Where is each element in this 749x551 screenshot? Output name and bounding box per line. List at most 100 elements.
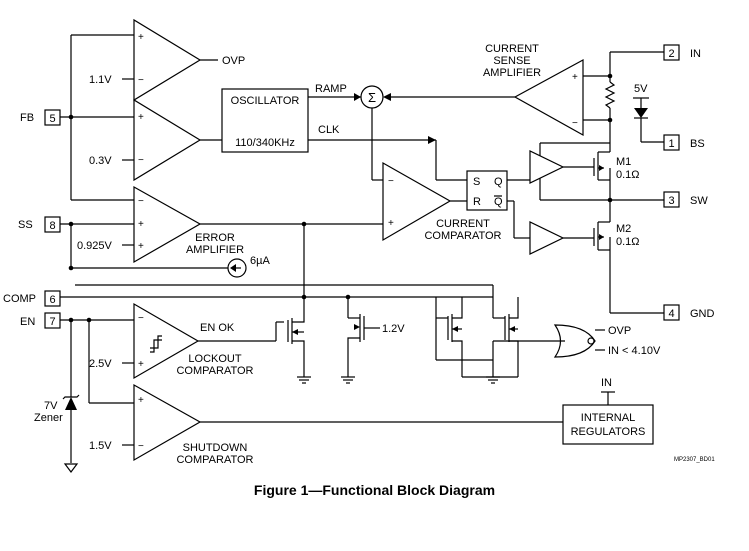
shutdown-comparator: + − SHUTDOWN COMPARATOR 1.5V: [89, 383, 563, 466]
svg-text:LOCKOUT: LOCKOUT: [188, 353, 241, 365]
summing-node: Σ: [354, 85, 515, 181]
figure-caption: Figure 1—Functional Block Diagram: [253, 482, 496, 498]
ramp-label: RAMP: [315, 83, 347, 95]
svg-text:+: +: [138, 241, 144, 252]
svg-text:CURRENT: CURRENT: [485, 43, 539, 55]
svg-text:M2: M2: [616, 223, 631, 235]
en-ok-label: EN OK: [200, 322, 235, 334]
svg-text:6µA: 6µA: [250, 255, 270, 267]
comp-pulldown-ovp: [435, 297, 463, 377]
svg-text:Q: Q: [494, 176, 503, 188]
svg-text:AMPLIFIER: AMPLIFIER: [186, 244, 244, 256]
zener-diode: 7V Zener: [34, 320, 80, 473]
svg-text:1: 1: [668, 138, 674, 150]
svg-text:SW: SW: [690, 195, 708, 207]
svg-text:4: 4: [668, 308, 674, 320]
ovp-input-label: OVP: [608, 325, 631, 337]
svg-text:Q: Q: [494, 196, 503, 208]
svg-text:7: 7: [49, 316, 55, 328]
pin-en: EN 7: [20, 312, 61, 329]
ref-0v925: 0.925V: [77, 240, 113, 252]
svg-text:SHUTDOWN: SHUTDOWN: [183, 442, 248, 454]
svg-text:8: 8: [49, 220, 55, 232]
sr-latch: S Q R Q: [435, 140, 508, 211]
svg-text:−: −: [572, 118, 578, 129]
svg-text:−: −: [138, 196, 144, 207]
svg-text:INTERNAL: INTERNAL: [581, 412, 635, 424]
clk-label: CLK: [318, 124, 340, 136]
svg-text:+: +: [138, 32, 144, 43]
svg-text:+: +: [138, 112, 144, 123]
svg-text:+: +: [138, 395, 144, 406]
svg-text:−: −: [138, 313, 144, 324]
ovp-label: OVP: [222, 55, 245, 67]
svg-text:Zener: Zener: [34, 412, 63, 424]
ref-1v1: 1.1V: [89, 74, 112, 86]
svg-text:EN: EN: [20, 316, 35, 328]
svg-text:0.1Ω: 0.1Ω: [616, 169, 640, 181]
svg-text:Σ: Σ: [368, 90, 376, 105]
svg-text:ERROR: ERROR: [195, 232, 235, 244]
comp-clamp-transistor: 1.2V: [341, 297, 405, 384]
internal-regulators-block: INTERNAL REGULATORS IN: [562, 377, 654, 445]
svg-text:+: +: [138, 359, 144, 370]
pin-fb: FB 5: [20, 109, 61, 126]
or-gate: OVP IN < 4.10V: [528, 324, 661, 358]
svg-text:−: −: [138, 441, 144, 452]
pin-ss: SS 8: [18, 216, 61, 233]
svg-text:+: +: [138, 219, 144, 230]
svg-text:6: 6: [49, 294, 55, 306]
pin-in: 2 IN: [663, 44, 701, 61]
svg-text:+: +: [388, 218, 394, 229]
svg-text:GND: GND: [690, 308, 715, 320]
high-side-switch-m1: M1 0.1Ω: [563, 151, 640, 190]
error-amplifier: − + + ERROR AMPLIFIER 0.925V: [77, 185, 383, 264]
comp-discharge-transistor: [275, 297, 311, 384]
svg-text:2: 2: [668, 48, 674, 60]
pin-comp: COMP 6: [3, 290, 61, 307]
svg-text:OSCILLATOR: OSCILLATOR: [231, 95, 300, 107]
svg-text:AMPLIFIER: AMPLIFIER: [483, 67, 541, 79]
svg-text:REGULATORS: REGULATORS: [571, 426, 646, 438]
svg-text:COMP: COMP: [3, 293, 36, 305]
svg-text:7V: 7V: [44, 400, 58, 412]
svg-text:−: −: [138, 155, 144, 166]
svg-text:+: +: [572, 72, 578, 83]
ref-0v3: 0.3V: [89, 155, 112, 167]
comp-pulldown-uvlo: [492, 297, 519, 377]
svg-text:S: S: [473, 176, 480, 188]
svg-text:3: 3: [668, 195, 674, 207]
lockout-comparator: − + EN OK LOCKOUT COMPARATOR 2.5V: [89, 302, 276, 380]
svg-text:−: −: [388, 176, 394, 187]
uvlo-input-label: IN < 4.10V: [608, 345, 661, 357]
svg-text:SENSE: SENSE: [493, 55, 530, 67]
svg-text:5: 5: [49, 113, 55, 125]
pin-bs: 1 BS: [663, 134, 705, 151]
low-side-driver: [507, 200, 565, 255]
svg-text:M1: M1: [616, 156, 631, 168]
current-sense-amplifier: + − CURRENT SENSE AMPLIFIER: [483, 43, 613, 137]
in-supply-label: IN: [601, 377, 612, 389]
svg-text:FB: FB: [20, 112, 34, 124]
svg-text:COMPARATOR: COMPARATOR: [424, 230, 501, 242]
ref-1v5: 1.5V: [89, 440, 112, 452]
svg-text:SS: SS: [18, 219, 33, 231]
high-side-driver: [507, 150, 565, 184]
pin-gnd: 4 GND: [663, 304, 715, 321]
svg-text:IN: IN: [690, 48, 701, 60]
svg-text:0.1Ω: 0.1Ω: [616, 236, 640, 248]
pin-sw: 3 SW: [663, 191, 708, 208]
bootstrap-diode: 5V: [633, 83, 664, 143]
svg-text:R: R: [473, 196, 481, 208]
svg-text:110/340KHz: 110/340KHz: [235, 137, 295, 149]
svg-text:−: −: [138, 75, 144, 86]
svg-text:BS: BS: [690, 138, 705, 150]
doc-code: MP2307_BD01: [674, 457, 715, 463]
svg-text:CURRENT: CURRENT: [436, 218, 490, 230]
ref-2v5: 2.5V: [89, 358, 112, 370]
current-comparator: − + CURRENT COMPARATOR: [382, 161, 502, 242]
v5-label: 5V: [634, 83, 648, 95]
current-source-6ua: 6µA: [227, 255, 270, 278]
ovp-comparator: + − OVP 1.1V: [71, 18, 245, 102]
